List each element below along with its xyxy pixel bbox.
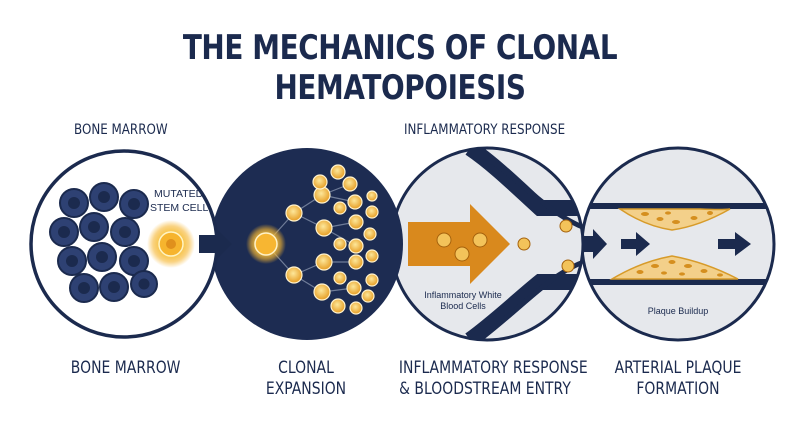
stage-3-line-2: & BLOODSTREAM ENTRY — [399, 379, 571, 399]
stem-cell-icon — [246, 224, 286, 264]
stage-4-line-1: ARTERIAL PLAQUE — [614, 358, 742, 378]
mutated-callout-2: STEM CELL — [150, 202, 209, 214]
clonal-expansion-panel — [211, 148, 403, 340]
wbc-callout-1: Inflammatory White — [424, 290, 502, 300]
stage-3-line-1: INFLAMMATORY RESPONSE — [398, 358, 588, 378]
mutated-callout-1: MUTATED — [154, 188, 204, 200]
top-label-bone-marrow: BONE MARROW — [74, 122, 168, 138]
stage-label-clonal-expansion: CLONAL EXPANSION — [257, 358, 355, 400]
wbc-callout-2: Blood Cells — [440, 301, 486, 311]
top-label-inflammatory-response: INFLAMMATORY RESPONSE — [404, 122, 566, 138]
plaque-callout: Plaque Buildup — [648, 306, 709, 316]
stage-2-line-1: CLONAL — [278, 358, 334, 378]
mutated-stem-cell-icon — [147, 220, 195, 268]
blood-cell-icon — [436, 219, 575, 273]
stage-label-bone-marrow: BONE MARROW — [70, 358, 181, 379]
bloodstream-panel: Inflammatory White Blood Cells — [389, 146, 585, 342]
stage-4-line-2: FORMATION — [636, 379, 720, 399]
stage-1-line-1: BONE MARROW — [70, 358, 181, 378]
page-title: THE MECHANICS OF CLONAL HEMATOPOIESIS — [182, 28, 618, 108]
stage-label-inflammatory: INFLAMMATORY RESPONSE & BLOODSTREAM ENTR… — [398, 358, 588, 400]
bone-marrow-panel: MUTATED STEM CELL — [29, 149, 219, 339]
stage-label-arterial-plaque: ARTERIAL PLAQUE FORMATION — [612, 358, 743, 400]
stage-2-line-2: EXPANSION — [265, 379, 347, 399]
arrow-right-icon — [199, 228, 751, 260]
